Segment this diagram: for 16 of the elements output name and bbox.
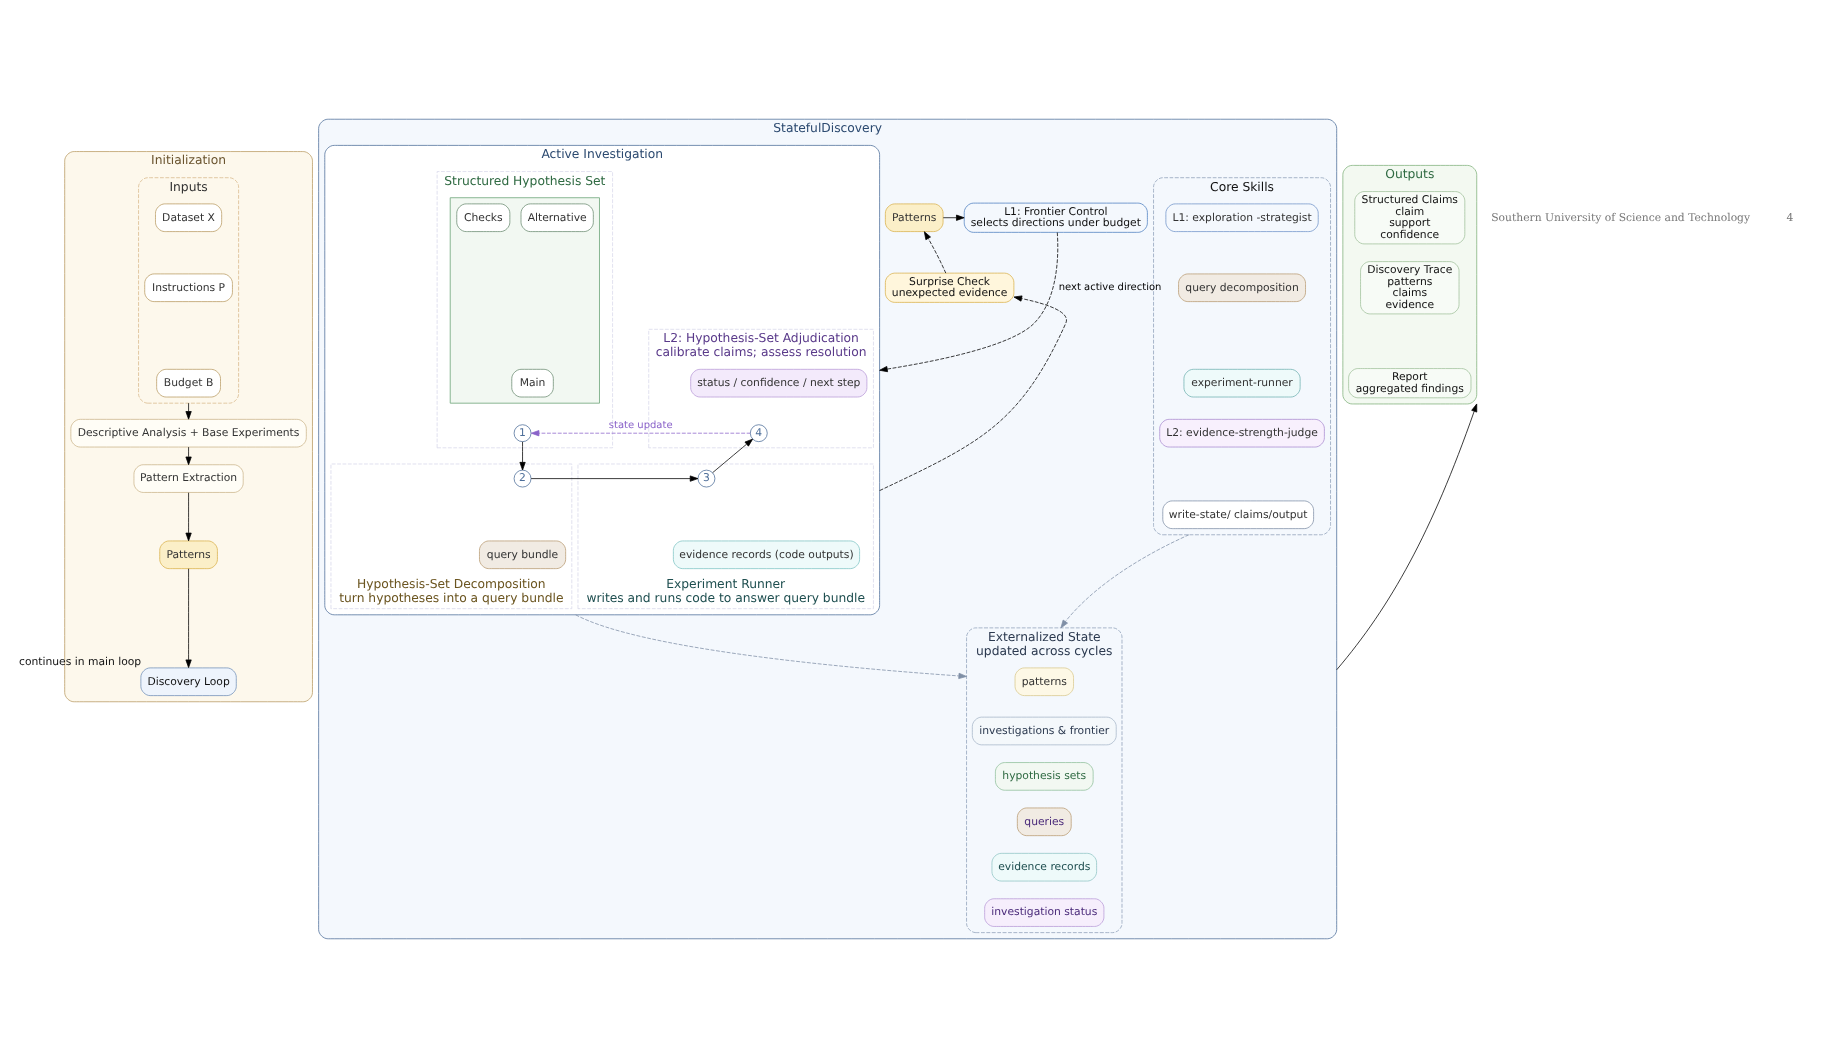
arrow	[185, 491, 192, 541]
arrow	[1336, 402, 1478, 670]
arrow	[185, 445, 192, 465]
arrow	[519, 440, 526, 470]
arrow	[712, 437, 753, 472]
arrow	[530, 474, 699, 481]
arrow	[530, 429, 751, 436]
arrow	[185, 401, 192, 419]
arrow	[942, 213, 965, 220]
arrow	[575, 613, 967, 678]
arrow	[185, 567, 192, 667]
arrow	[1060, 533, 1190, 628]
arrow	[879, 231, 1059, 372]
arrow	[923, 230, 947, 273]
cluster	[449, 196, 600, 403]
arrow	[879, 294, 1067, 490]
